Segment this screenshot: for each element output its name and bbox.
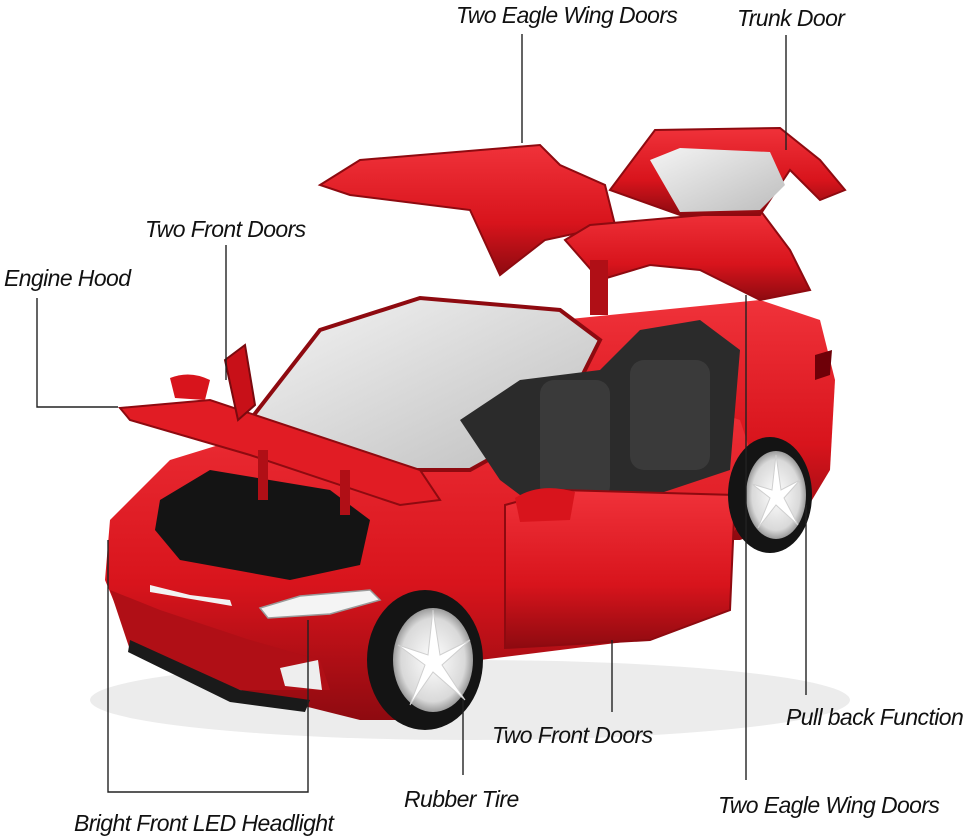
hood-strut-left xyxy=(258,450,268,500)
tesla-emblem xyxy=(150,585,232,606)
front-bumper xyxy=(110,590,330,690)
side-mirror xyxy=(170,374,210,400)
rear-wheel xyxy=(728,437,812,553)
label-front-doors-top: Two Front Doors xyxy=(145,216,306,242)
label-eagle-wing-doors-bottom: Two Eagle Wing Doors xyxy=(718,792,940,818)
label-engine-hood: Engine Hood xyxy=(4,265,131,291)
front-wheel xyxy=(367,590,483,730)
label-front-doors-bottom: Two Front Doors xyxy=(492,722,653,748)
frunk-opening xyxy=(155,470,370,580)
leader-lines xyxy=(36,34,807,793)
leader-engine-hood xyxy=(36,298,118,408)
rear-seat xyxy=(630,360,710,470)
rear-window xyxy=(650,148,785,212)
eagle-wing-door-right xyxy=(563,208,812,302)
label-eagle-wing-doors-top: Two Eagle Wing Doors xyxy=(456,2,678,28)
leader-led-headlight xyxy=(107,540,309,793)
hood-strut-right xyxy=(340,470,350,515)
lower-grille xyxy=(128,640,310,712)
middle-seat xyxy=(540,380,610,500)
front-left-door xyxy=(223,343,257,422)
fog-light xyxy=(280,660,322,690)
taillight xyxy=(815,350,832,380)
label-trunk-door: Trunk Door xyxy=(737,5,845,31)
eagle-wing-door-left xyxy=(317,143,617,277)
label-rubber-tire: Rubber Tire xyxy=(404,786,519,812)
led-headlight xyxy=(258,589,382,619)
wing-door-hinge xyxy=(590,260,608,315)
label-led-headlight: Bright Front LED Headlight xyxy=(74,810,334,836)
label-pull-back-function: Pull back Function xyxy=(786,704,964,730)
door-handle-mirror xyxy=(515,488,575,522)
